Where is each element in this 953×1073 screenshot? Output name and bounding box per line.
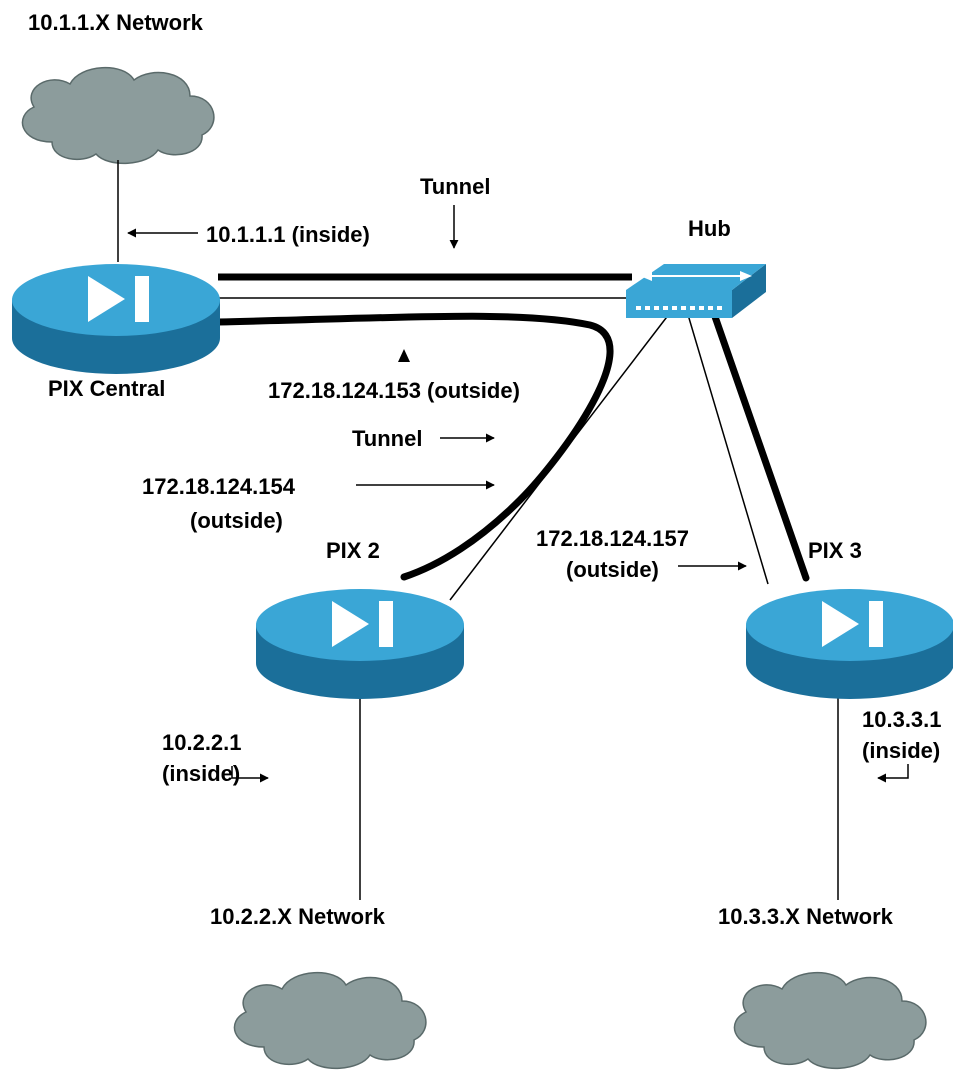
cloud-icon-net3 — [733, 971, 927, 1070]
label-inside2-ip: 10.2.2.1 — [162, 730, 242, 755]
hub-port — [681, 306, 686, 310]
hub-port — [654, 306, 659, 310]
label-net2: 10.2.2.X Network — [210, 904, 386, 929]
arrow-outside153 — [398, 349, 410, 362]
label-tunnel-top: Tunnel — [420, 174, 490, 199]
label-pix2: PIX 2 — [326, 538, 380, 563]
hub-port — [636, 306, 641, 310]
pix3-icon — [746, 589, 953, 699]
label-inside2-role: (inside) — [162, 761, 240, 786]
label-outside157-role: (outside) — [566, 557, 659, 582]
cloud-icon-net1 — [21, 66, 215, 165]
arrow-inside2 — [231, 766, 269, 783]
label-outside157-ip: 172.18.124.157 — [536, 526, 689, 551]
label-net1: 10.1.1.X Network — [28, 10, 204, 35]
label-outside153: 172.18.124.153 (outside) — [268, 378, 520, 403]
hub-port — [690, 306, 695, 310]
link-pix3-hub — [685, 307, 769, 585]
hub-port — [663, 306, 668, 310]
cloud-icon-net2 — [233, 971, 427, 1070]
label-inside3-ip: 10.3.3.1 — [862, 707, 942, 732]
label-outside154-role: (outside) — [190, 508, 283, 533]
hub-port — [708, 306, 713, 310]
hub-port — [645, 306, 650, 310]
hub-port — [699, 306, 704, 310]
hub-port — [717, 306, 722, 310]
tunnel-hub-pix3 — [708, 304, 810, 582]
label-pix3: PIX 3 — [808, 538, 862, 563]
label-inside3-role: (inside) — [862, 738, 940, 763]
label-net3: 10.3.3.X Network — [718, 904, 894, 929]
label-tunnel-mid: Tunnel — [352, 426, 422, 451]
arrow-inside3 — [877, 764, 909, 783]
hub-icon — [626, 264, 766, 318]
label-outside154-ip: 172.18.124.154 — [142, 474, 296, 499]
tunnel-central-pix2 — [214, 312, 614, 581]
label-pix-central: PIX Central — [48, 376, 165, 401]
label-hub: Hub — [688, 216, 731, 241]
pix-central-icon — [12, 264, 220, 374]
label-inside1: 10.1.1.1 (inside) — [206, 222, 370, 247]
pix2-icon — [256, 589, 464, 699]
hub-port — [672, 306, 677, 310]
